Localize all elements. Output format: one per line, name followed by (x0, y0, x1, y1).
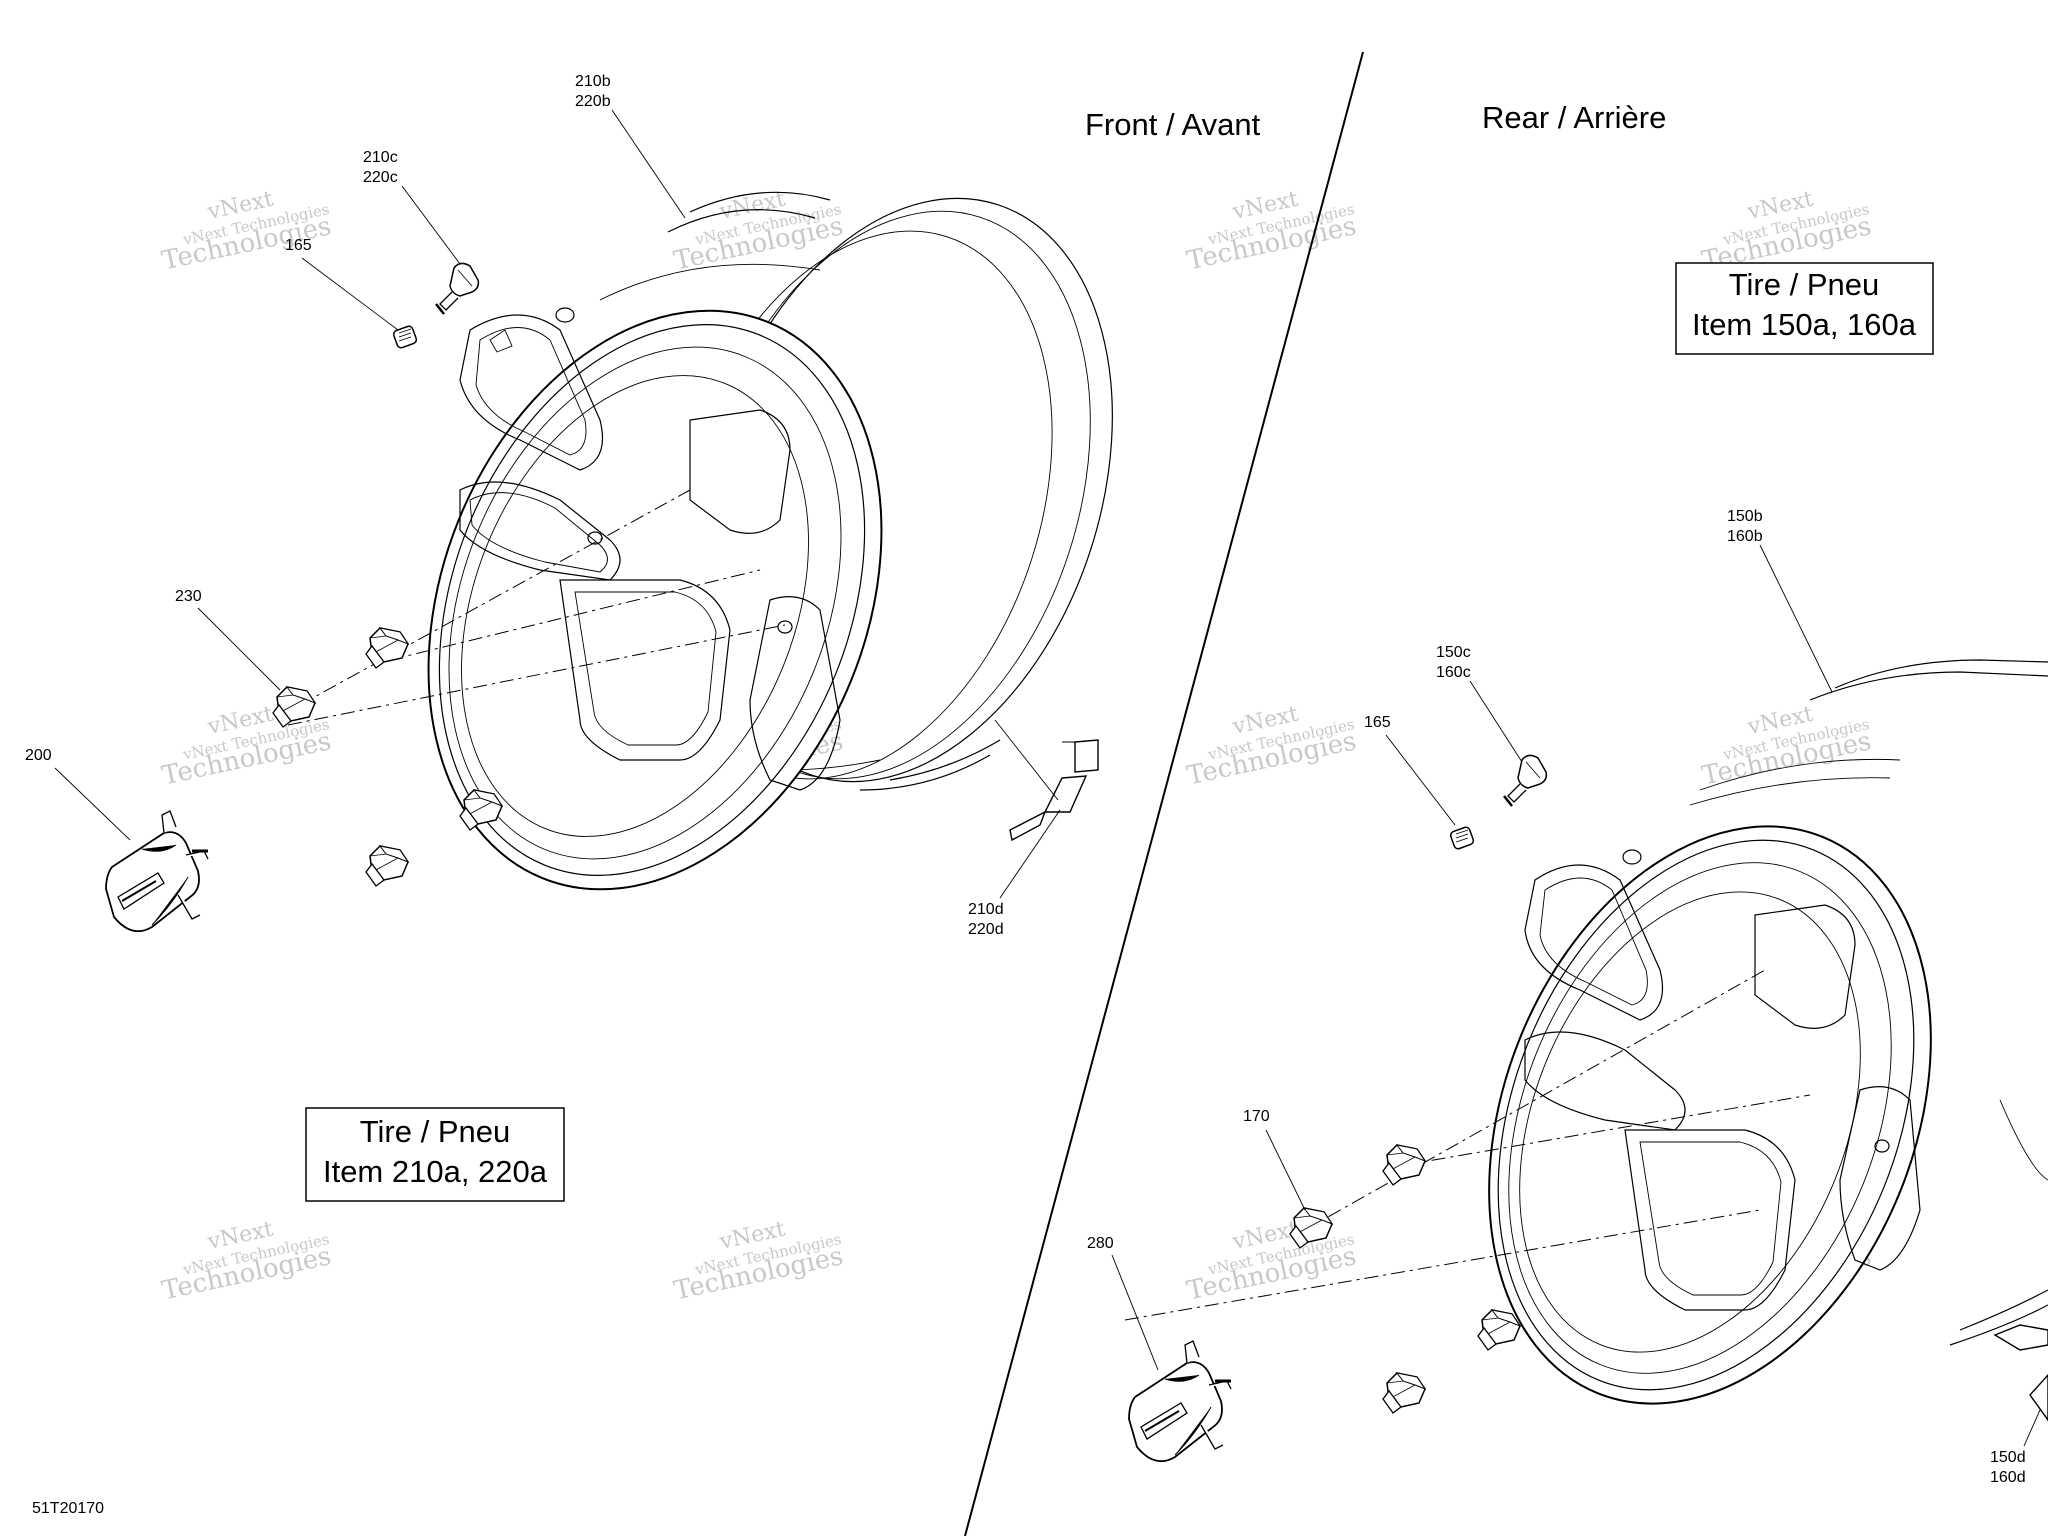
callout-150c: 150c (1436, 644, 1471, 661)
callout-280: 280 (1087, 1235, 1114, 1252)
rear-lug-nut (1477, 1309, 1521, 1351)
callout-220c: 220c (363, 169, 398, 186)
rear-tire-items: Item 150a, 160a (1692, 307, 1917, 342)
front-valve-stem (434, 262, 480, 316)
callout-160c: 160c (1436, 664, 1471, 681)
callout-200: 200 (25, 747, 52, 764)
rear-valve-cap (1449, 826, 1475, 850)
front-wheel (427, 191, 1113, 891)
watermark: vNext vNext Technologies Technologies (159, 187, 334, 277)
watermark: vNext vNext Technologies Technologies (159, 1217, 334, 1307)
front-tire-box: Tire / Pneu Item 210a, 220a (305, 1107, 565, 1202)
watermark: vNext vNext Technologies Technologies (1184, 187, 1359, 277)
rear-tire-label: Tire / Pneu (1729, 267, 1879, 302)
rear-balance-weight (1993, 1324, 2048, 1422)
watermark: vNext vNext Technologies Technologies (1184, 702, 1359, 792)
rear-valve-stem (1502, 754, 1548, 808)
callout-230: 230 (175, 588, 202, 605)
figure-id: 51T20170 (32, 1500, 104, 1517)
callout-150b: 150b (1727, 508, 1763, 525)
callout-210d: 210d (968, 901, 1004, 918)
watermark: vNext vNext Technologies Technologies (1699, 702, 1874, 792)
front-balance-weight (1009, 739, 1099, 842)
callout-160b: 160b (1727, 528, 1763, 545)
front-heading: Front / Avant (1085, 107, 1261, 142)
rear-callouts: 150b 160b 150c 160c 165 170 280 150d 160… (1087, 508, 2041, 1486)
callout-170: 170 (1243, 1108, 1270, 1125)
callout-160d: 160d (1990, 1469, 2026, 1486)
callout-210c: 210c (363, 149, 398, 166)
callout-150d: 150d (1990, 1449, 2026, 1466)
front-tire-items: Item 210a, 220a (323, 1154, 548, 1189)
front-tire-label: Tire / Pneu (360, 1114, 510, 1149)
rear-lug-nut (1382, 1144, 1426, 1186)
rear-heading: Rear / Arrière (1482, 100, 1666, 135)
watermark: vNext vNext Technologies Technologies (1699, 187, 1874, 277)
rear-wheel (1488, 659, 2048, 1405)
callout-220b: 220b (575, 93, 611, 110)
watermark: vNext vNext Technologies Technologies (671, 1217, 846, 1307)
front-valve-cap (392, 325, 418, 349)
front-callouts: 210b 220b 210c 220c 165 230 200 210d 220… (25, 73, 1061, 938)
rear-lug-nut (1382, 1372, 1426, 1414)
front-lug-nut (365, 845, 409, 887)
front-hub-cap (104, 809, 210, 933)
callout-220d: 220d (968, 921, 1004, 938)
watermark: vNext vNext Technologies Technologies (1184, 1217, 1359, 1307)
callout-210b: 210b (575, 73, 611, 90)
callout-165-rear: 165 (1364, 714, 1391, 731)
callout-165-front: 165 (285, 237, 312, 254)
front-lug-nut (365, 627, 409, 669)
rear-tire-box: Tire / Pneu Item 150a, 160a (1675, 262, 1934, 355)
rear-hub-cap (1127, 1339, 1233, 1463)
section-divider (964, 51, 1364, 1536)
